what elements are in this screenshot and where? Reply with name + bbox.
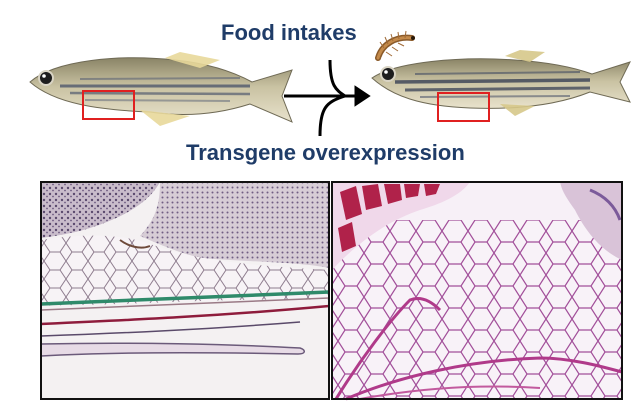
fat-region-box-after <box>437 92 490 122</box>
brine-shrimp-icon <box>375 30 415 61</box>
fat-region-box-before <box>82 90 135 120</box>
fish-after <box>371 50 631 122</box>
fish-before <box>29 52 293 126</box>
merge-arrow-icon <box>284 59 371 137</box>
transgene-overexpression-label: Transgene overexpression <box>186 140 465 165</box>
histology-panel-right <box>331 181 623 401</box>
food-intakes-label: Food intakes <box>221 20 357 45</box>
histology-panel-left <box>40 181 330 400</box>
